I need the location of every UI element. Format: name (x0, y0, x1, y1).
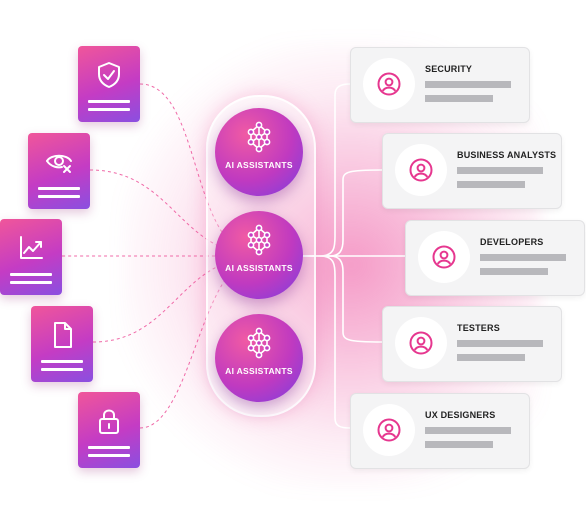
role-card-security: SECURITY (350, 47, 530, 123)
tile-shield (78, 46, 140, 122)
trend-chart-icon (20, 236, 43, 259)
tile-line (38, 187, 80, 190)
role-title: BUSINESS ANALYSTS (457, 150, 557, 160)
ai-assistant-node: AI ASSISTANTS (215, 314, 303, 402)
tile-line (38, 195, 80, 198)
tile-line (41, 360, 83, 363)
placeholder-line (457, 181, 525, 188)
neural-network-icon (247, 224, 271, 256)
role-title: DEVELOPERS (480, 237, 544, 247)
avatar (395, 317, 447, 369)
avatar (363, 404, 415, 456)
role-title: UX DESIGNERS (425, 410, 496, 420)
user-circle-icon (377, 72, 401, 96)
avatar (395, 144, 447, 196)
placeholder-line (480, 254, 566, 261)
placeholder-line (457, 340, 543, 347)
placeholder-line (425, 427, 511, 434)
role-card-ux-designers: UX DESIGNERS (350, 393, 530, 469)
tile-line (88, 108, 130, 111)
tile-line (10, 281, 52, 284)
tile-line (88, 446, 130, 449)
placeholder-line (425, 81, 511, 88)
ai-assistant-label: AI ASSISTANTS (225, 366, 293, 376)
tile-line (88, 100, 130, 103)
neural-network-icon (247, 121, 271, 153)
user-circle-icon (377, 418, 401, 442)
user-circle-icon (409, 331, 433, 355)
tile-line (10, 273, 52, 276)
role-card-business-analysts: BUSINESS ANALYSTS (382, 133, 562, 209)
tile-line (88, 454, 130, 457)
placeholder-line (480, 268, 548, 275)
placeholder-line (425, 95, 493, 102)
shield-check-icon (98, 62, 120, 88)
role-card-testers: TESTERS (382, 306, 562, 382)
role-card-developers: DEVELOPERS (405, 220, 585, 296)
role-title: TESTERS (457, 323, 500, 333)
user-circle-icon (432, 245, 456, 269)
role-title: SECURITY (425, 64, 473, 74)
document-icon (54, 322, 72, 348)
ai-assistant-label: AI ASSISTANTS (225, 160, 293, 170)
ai-assistant-node: AI ASSISTANTS (215, 108, 303, 196)
tile-lock (78, 392, 140, 468)
neural-network-icon (247, 327, 271, 359)
eye-off-icon (46, 154, 72, 173)
ai-assistant-label: AI ASSISTANTS (225, 263, 293, 273)
tile-document (31, 306, 93, 382)
avatar (418, 231, 470, 283)
lock-icon (99, 409, 119, 434)
placeholder-line (425, 441, 493, 448)
tile-eye (28, 133, 90, 209)
placeholder-line (457, 167, 543, 174)
avatar (363, 58, 415, 110)
placeholder-line (457, 354, 525, 361)
user-circle-icon (409, 158, 433, 182)
tile-line (41, 368, 83, 371)
ai-assistant-node: AI ASSISTANTS (215, 211, 303, 299)
tile-chart (0, 219, 62, 295)
